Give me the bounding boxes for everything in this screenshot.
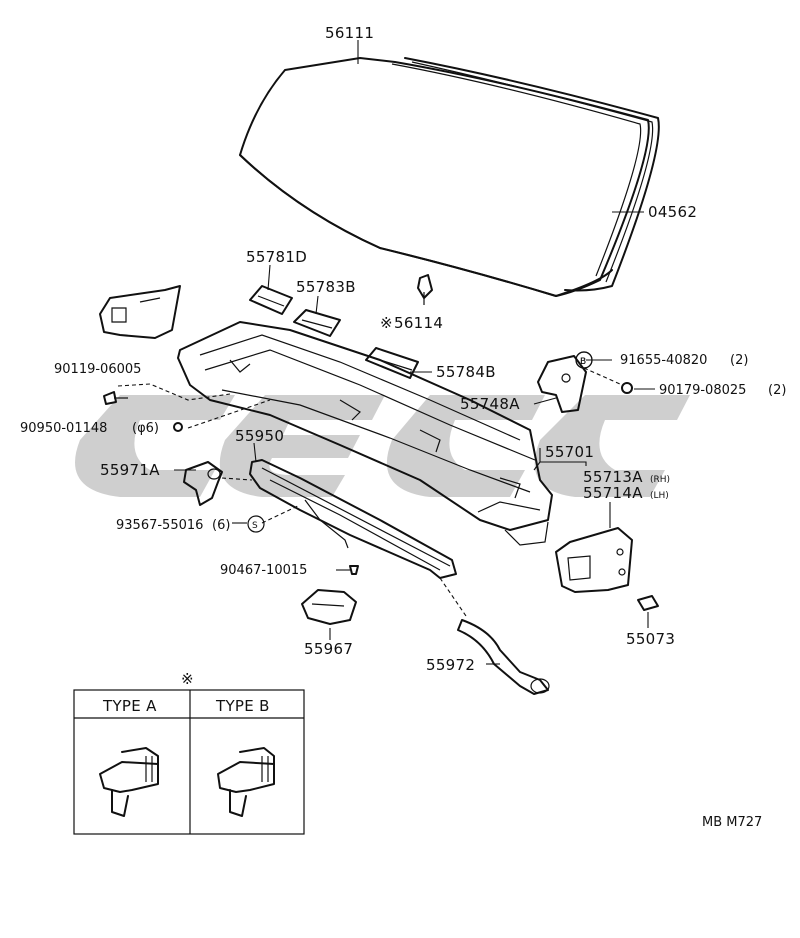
label-55783b: 55783B [296, 278, 356, 296]
label-55971a: 55971A [100, 461, 160, 479]
seal-drawing [301, 589, 357, 625]
label-55713a: 55713A [583, 468, 643, 486]
label-marker-56114: ※ [380, 314, 393, 332]
label-55781d: 55781D [246, 248, 307, 266]
label-91655: 91655-40820 [620, 353, 707, 368]
label-55713a-side: (RH) [650, 475, 670, 485]
windshield-drawing [239, 57, 660, 297]
label-93567-qty: (6) [212, 518, 230, 533]
label-55950: 55950 [235, 427, 284, 445]
circle-marker-s [247, 515, 265, 533]
type-b-clip-drawing [217, 747, 275, 817]
label-55714a-side: (LH) [650, 491, 669, 501]
label-90950: 90950-01148 [20, 421, 107, 436]
label-90179-qty: (2) [768, 383, 786, 398]
side-panel-drawing [555, 527, 633, 593]
label-04562: 04562 [648, 203, 697, 221]
leader-lines [117, 40, 655, 665]
type-table: ※ TYPE A TYPE B [73, 670, 305, 835]
clip-90467-drawing [349, 565, 359, 575]
label-55701: 55701 [545, 443, 594, 461]
type-a-header: TYPE A [102, 697, 157, 715]
diagram-code: MB M727 [702, 815, 762, 830]
label-56111: 56111 [325, 24, 374, 42]
type-table-marker: ※ [181, 670, 194, 688]
label-90467: 90467-10015 [220, 563, 307, 578]
circle-letter-s: S [252, 521, 258, 531]
grommet-drawing [637, 595, 659, 611]
circle-marker-b [575, 351, 593, 369]
label-55967: 55967 [304, 640, 353, 658]
label-55748a: 55748A [460, 395, 520, 413]
label-91655-qty: (2) [730, 353, 748, 368]
label-55784b: 55784B [436, 363, 496, 381]
label-93567: 93567-55016 [116, 518, 203, 533]
label-55714a: 55714A [583, 484, 643, 502]
svg-text:B: B [580, 357, 586, 367]
watermark-logo [75, 395, 690, 497]
type-table-frame [73, 689, 305, 835]
label-90950-qty: (φ6) [132, 421, 159, 436]
label-56114: 56114 [394, 314, 443, 332]
hose-55971a-drawing [183, 461, 223, 506]
type-a-clip-drawing [99, 747, 159, 817]
label-90119: 90119-06005 [54, 362, 141, 377]
label-55073: 55073 [626, 630, 675, 648]
hose-55972-drawing [457, 619, 550, 695]
label-90179: 90179-08025 [659, 383, 746, 398]
part-labels: 56111 04562 55781D 55783B ※ 56114 55784B… [20, 24, 786, 674]
type-b-header: TYPE B [215, 697, 270, 715]
label-55972: 55972 [426, 656, 475, 674]
circle-letter-b: B [580, 357, 586, 367]
